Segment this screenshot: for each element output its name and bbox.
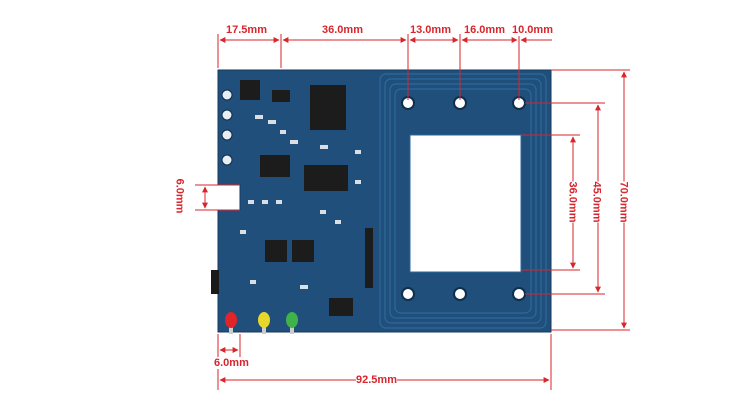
dim-bottom-6-0: 6.0mm [214,357,249,369]
led-green [286,312,298,328]
dim-left-6-0: 6.0mm [173,178,186,214]
dim-top-10-0: 10.0mm [512,24,553,36]
side-connector [211,270,219,294]
dim-top-36-0: 36.0mm [322,24,363,36]
dim-top-16-0: 16.0mm [464,24,505,36]
header-pads [221,89,233,166]
led-red [225,312,237,328]
smd-components [240,115,361,289]
dim-top-17-5: 17.5mm [226,24,267,36]
led-yellow [258,312,270,328]
antenna-window [409,134,522,273]
led-indicators [225,312,298,334]
dim-top-13-0: 13.0mm [410,24,451,36]
dim-bottom-92-5: 92.5mm [356,374,397,386]
dim-right-45-0: 45.0mm [590,181,603,223]
ic-chips [240,80,373,316]
antenna-coil [379,73,547,329]
extension-lines [195,34,630,390]
dim-right-36-0: 36.0mm [566,181,579,223]
dim-right-70-0: 70.0mm [617,181,630,223]
pcb-board [211,69,552,333]
